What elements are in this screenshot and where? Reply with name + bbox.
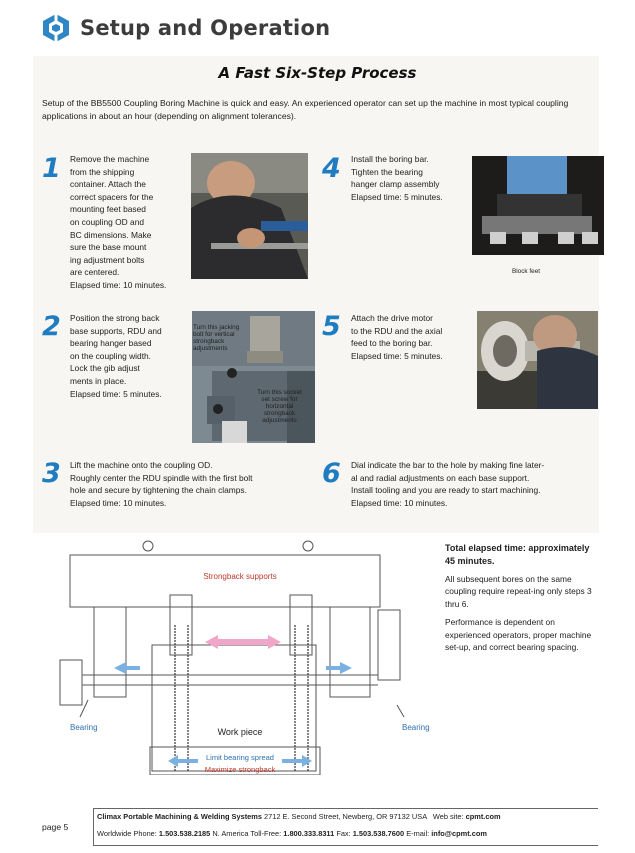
step-1-number: 1 (42, 153, 61, 184)
na-phone: 1.800.333.8311 (283, 829, 335, 838)
footer-rule-bottom (93, 845, 598, 846)
socket-screw-caption: Turn this socket set screw for horizonta… (257, 389, 302, 424)
setup-drawing: Strongback supports Bearing Bearing Work… (59, 540, 430, 775)
footer-divider (93, 808, 94, 846)
work-piece-label: Work piece (218, 727, 263, 737)
company-name: Climax Portable Machining & Welding Syst… (97, 812, 262, 821)
worldwide-phone: 1.503.538.2185 (158, 829, 211, 838)
step-6-text: Dial indicate the bar to the hole by mak… (351, 460, 545, 508)
footer-line-2: Worldwide Phone: 1.503.538.2185 N. Ameri… (97, 829, 487, 838)
fax-number: 1.503.538.7600 (352, 829, 405, 838)
web-label: Web site: (432, 812, 464, 821)
step-4-number: 4 (322, 153, 341, 184)
web-link[interactable]: cpmt.com (465, 812, 501, 821)
page-number: page 5 (42, 822, 69, 832)
fax-label: Fax: (336, 829, 351, 838)
jacking-bolt-caption: Turn this jacking bolt for vertical stro… (193, 324, 240, 352)
steps-panel (33, 56, 599, 533)
maximize-strongback-label: Maximize strongback (205, 765, 276, 774)
total-time: Total elapsed time: approximately 45 min… (445, 543, 590, 566)
step-4-photo (472, 156, 604, 255)
company-address: 2712 E. Second Street, Newberg, OR 97132… (264, 812, 427, 821)
page-header: Setup and Operation (40, 12, 330, 44)
email-link[interactable]: info@cpmt.com (431, 829, 487, 838)
step-1-text: Remove the machine from the shipping con… (70, 154, 167, 290)
intro-paragraph: Setup of the BB5500 Coupling Boring Mach… (42, 98, 569, 121)
page-title: Setup and Operation (80, 16, 331, 40)
section-title: A Fast Six-Step Process (218, 64, 417, 82)
step-2-number: 2 (42, 311, 61, 342)
step-1-photo (191, 153, 308, 279)
step-3-text: Lift the machine onto the coupling OD. R… (70, 460, 253, 508)
bearing-right-label: Bearing (402, 723, 430, 732)
limit-bearing-label: Limit bearing spread (206, 753, 274, 762)
step-5-number: 5 (322, 311, 341, 342)
na-label: N. America Toll-Free: (212, 829, 282, 838)
performance-note: Performance is dependent on experienced … (445, 617, 592, 653)
step-2-photo (192, 311, 315, 443)
step-2-text: Position the strong back base supports, … (70, 313, 162, 399)
subsequent-bores: All subsequent bores on the same couplin… (445, 574, 592, 609)
step-4-text: Install the boring bar. Tighten the bear… (351, 154, 443, 202)
block-feet-caption: Block feet (512, 268, 541, 275)
footer-line-1: Climax Portable Machining & Welding Syst… (97, 812, 501, 821)
summary-block: Total elapsed time: approximately 45 min… (445, 542, 595, 659)
bearing-left-label: Bearing (70, 723, 98, 732)
email-label: E-mail: (406, 829, 430, 838)
step-5-photo (477, 311, 598, 409)
worldwide-label: Worldwide Phone: (97, 829, 157, 838)
step-5-text: Attach the drive motor to the RDU and th… (351, 313, 443, 361)
step-3-number: 3 (42, 458, 61, 489)
step-6-number: 6 (322, 458, 341, 489)
strongback-supports-label: Strongback supports (203, 572, 276, 581)
climax-logo-icon (43, 14, 69, 42)
footer-rule-top (93, 808, 598, 809)
